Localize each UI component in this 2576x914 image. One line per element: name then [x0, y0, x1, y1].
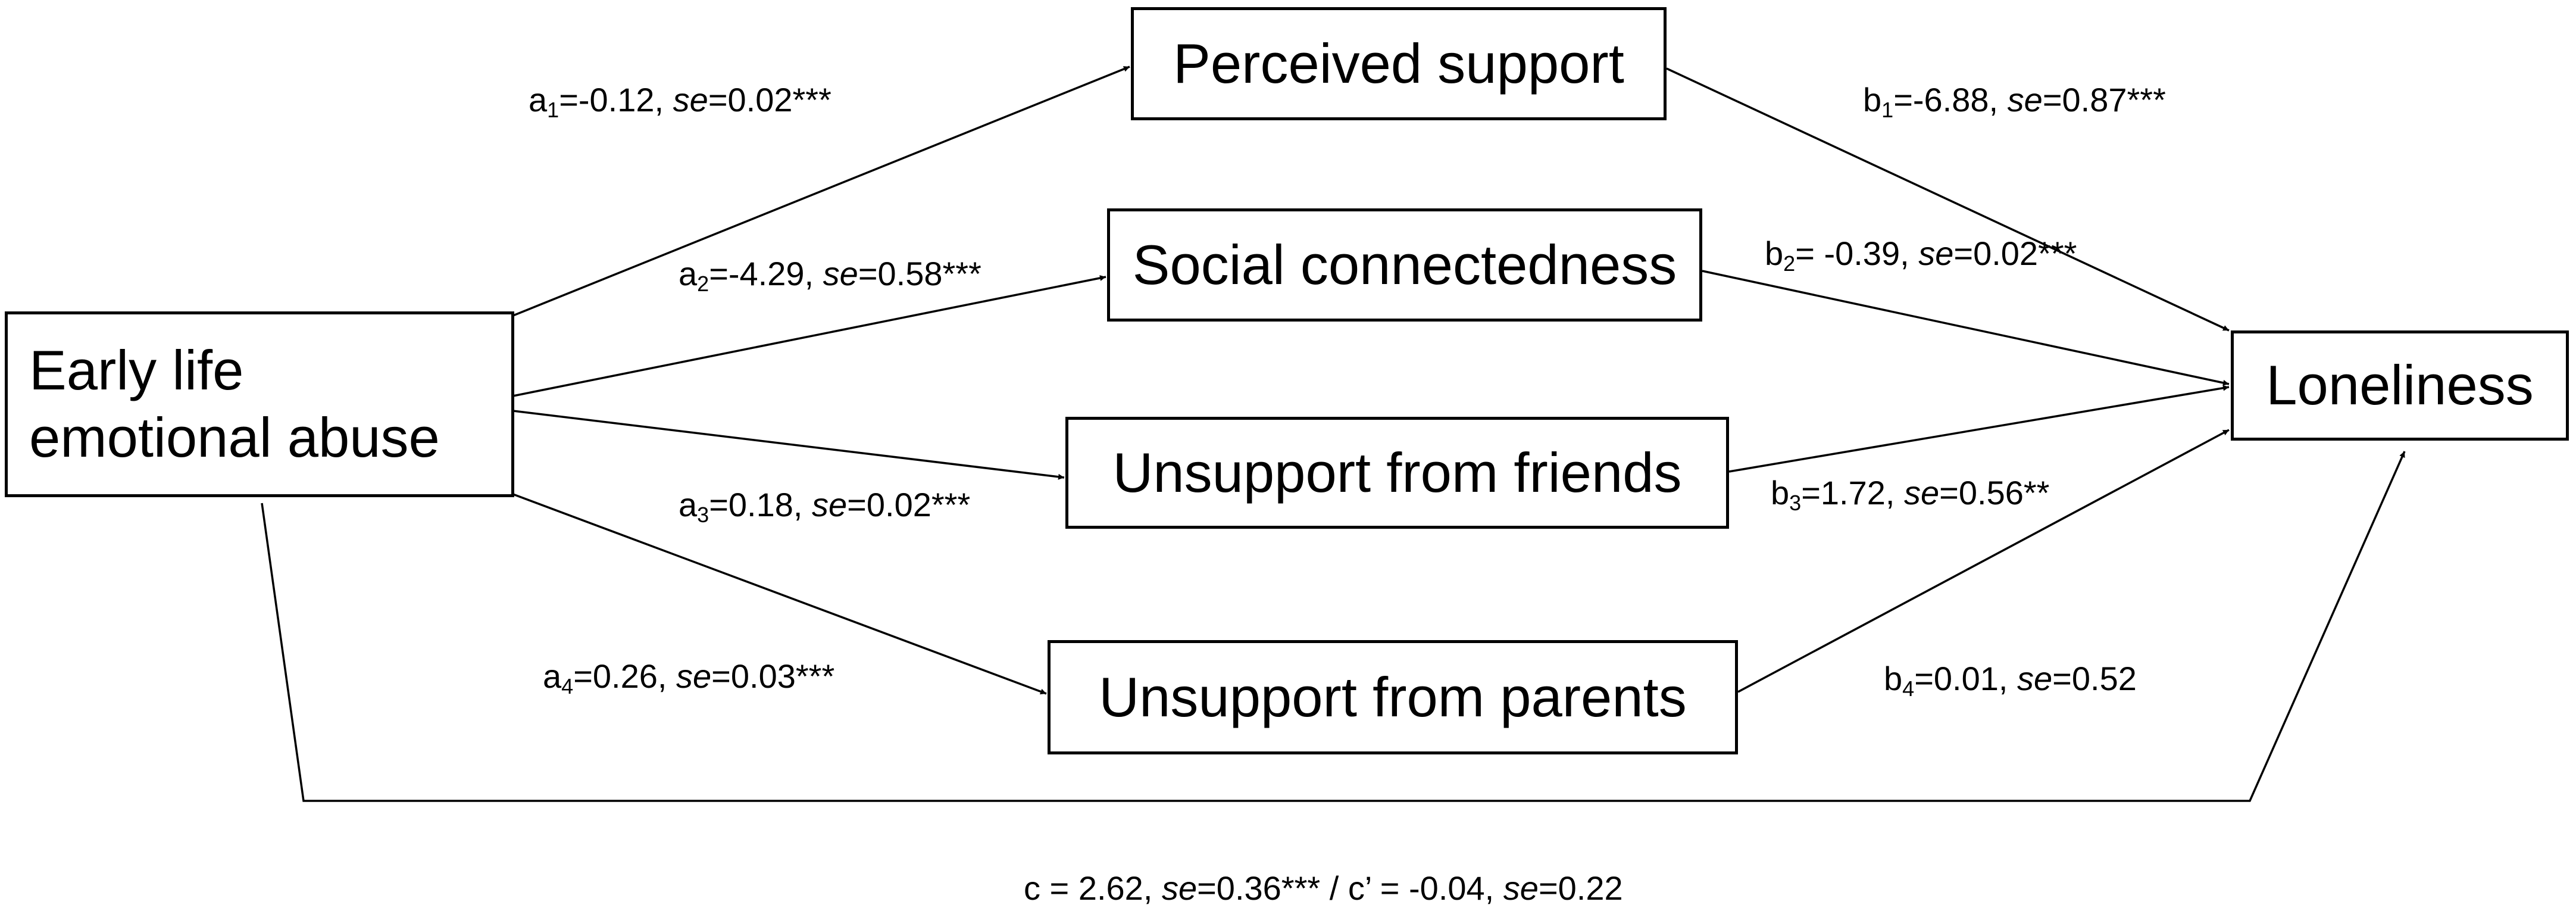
node-loneliness-label: Loneliness [2266, 354, 2534, 417]
path-label-a3: a3=0.18, se=0.02*** [679, 486, 971, 527]
arrow-b4 [1737, 429, 2230, 693]
node-social-connectedness-label: Social connectedness [1132, 233, 1677, 296]
arrow-b1 [1666, 67, 2230, 332]
node-loneliness: Loneliness [2231, 330, 2569, 441]
arrow-a3 [512, 410, 1065, 480]
node-perceived-support: Perceived support [1131, 7, 1667, 120]
path-label-a2: a2=-4.29, se=0.58*** [679, 255, 981, 296]
arrow-c [261, 451, 2406, 802]
path-label-c: c = 2.62, se=0.36*** / c’ = -0.04, se=0.… [1024, 869, 1623, 907]
node-perceived-support-label: Perceived support [1173, 32, 1624, 95]
path-label-b1: b1=-6.88, se=0.87*** [1863, 81, 2166, 122]
arrow-b2 [1702, 270, 2230, 386]
path-label-b2: b2= -0.39, se=0.02*** [1765, 235, 2077, 276]
node-unsupport-from-parents-label: Unsupport from parents [1099, 665, 1687, 728]
node-unsupport-from-parents: Unsupport from parents [1048, 640, 1738, 754]
path-label-a1: a1=-0.12, se=0.02*** [529, 81, 831, 122]
arrow-a2 [512, 275, 1106, 397]
path-label-b4: b4=0.01, se=0.52 [1884, 660, 2137, 701]
path-label-b3: b3=1.72, se=0.56** [1771, 474, 2050, 515]
node-early-life-emotional-abuse-label: Early life emotional abuse [29, 339, 440, 469]
path-label-a4: a4=0.26, se=0.03*** [543, 657, 835, 698]
node-social-connectedness: Social connectedness [1107, 208, 1702, 322]
arrow-a4 [512, 493, 1047, 695]
node-unsupport-from-friends: Unsupport from friends [1065, 417, 1729, 529]
node-early-life-emotional-abuse: Early life emotional abuse [5, 311, 514, 497]
arrow-b3 [1728, 385, 2230, 473]
arrow-a1 [512, 65, 1130, 317]
node-unsupport-from-friends-label: Unsupport from friends [1112, 441, 1682, 504]
